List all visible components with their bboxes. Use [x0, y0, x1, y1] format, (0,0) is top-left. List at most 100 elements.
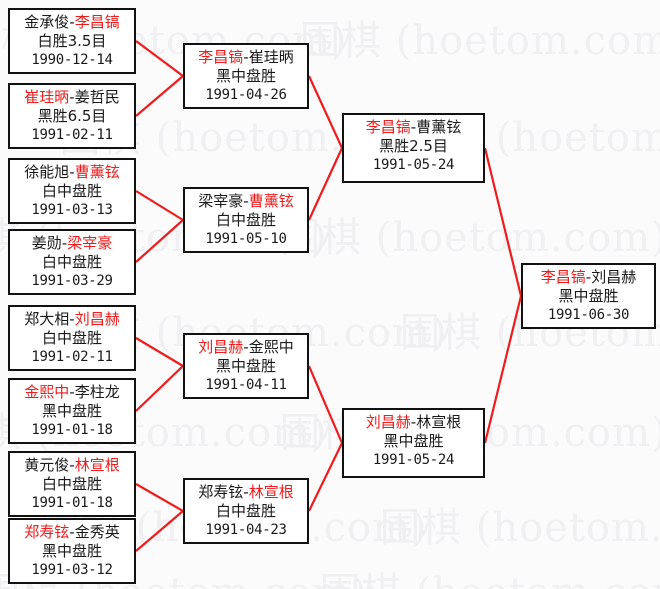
- match-players: 崔珪昞-姜哲民: [10, 88, 134, 107]
- match-players: 刘昌赫-林宣根: [344, 413, 483, 432]
- player-separator: -: [69, 163, 75, 181]
- match-date: 1991-05-10: [205, 231, 287, 247]
- match-result: 白中盘胜: [41, 475, 102, 493]
- player-name-2: 刘昌赫: [591, 268, 637, 286]
- match-box-r1-7[interactable]: 黄元俊-林宣根白中盘胜 1991-01-18: [8, 451, 136, 517]
- match-players: 李昌镐-刘昌赫: [523, 268, 654, 287]
- match-players: 梁宰豪-曹薰铉: [185, 192, 307, 211]
- match-date: 1991-03-12: [31, 562, 113, 578]
- player-separator: -: [410, 118, 417, 136]
- watermark-text: 围棋 (hoetom.com): [300, 18, 660, 64]
- connector-line: [308, 75, 343, 149]
- player-separator: -: [69, 88, 75, 106]
- player-name-1: 郑寿铉: [198, 483, 244, 501]
- match-date: 1991-01-18: [31, 495, 113, 511]
- match-result: 黑中盘胜: [558, 287, 619, 305]
- watermark-text: 围棋 (hoetom.com): [280, 215, 660, 261]
- match-date: 1991-04-26: [205, 87, 287, 103]
- match-result: 白中盘胜: [41, 253, 102, 271]
- match-players: 郑寿铉-金秀英: [10, 523, 134, 542]
- connector-line: [135, 337, 184, 367]
- connector-line: [307, 365, 344, 444]
- watermark-text: 围棋 (hoetom.com): [380, 505, 660, 551]
- match-players: 金承俊-李昌镐: [10, 13, 134, 32]
- connector-line: [135, 483, 184, 512]
- connector-line: [483, 147, 523, 297]
- match-result: 白中盘胜: [41, 182, 102, 200]
- player-name-2: 曹薰铉: [248, 192, 294, 210]
- match-players: 金熙中-李柱龙: [10, 383, 134, 402]
- match-box-r1-4[interactable]: 姜勋-梁宰豪白中盘胜 1991-03-29: [8, 229, 136, 295]
- match-date: 1990-12-14: [31, 52, 113, 68]
- player-name-2: 刘昌赫: [74, 310, 120, 328]
- match-box-final[interactable]: 李昌镐-刘昌赫黑中盘胜 1991-06-30: [521, 263, 656, 329]
- match-players: 李昌镐-曹薰铉: [344, 118, 483, 137]
- player-name-2: 梁宰豪: [67, 234, 113, 252]
- match-date: 1991-04-11: [205, 377, 287, 393]
- player-name-2: 金熙中: [248, 338, 294, 356]
- match-result: 黑中盘胜: [215, 67, 276, 85]
- watermark-text: 围棋 (hoetom.com): [320, 560, 660, 589]
- player-name-1: 金承俊: [24, 13, 70, 31]
- player-name-1: 梁宰豪: [198, 192, 244, 210]
- connector-line: [135, 190, 184, 221]
- player-name-2: 林宣根: [74, 456, 120, 474]
- player-separator: -: [69, 383, 75, 401]
- match-result: 黑胜6.5目: [37, 107, 107, 125]
- player-name-2: 曹薰铉: [416, 118, 462, 136]
- player-name-1: 郑大相: [24, 310, 70, 328]
- match-players: 郑寿铉-林宣根: [185, 483, 307, 502]
- player-separator: -: [69, 523, 75, 541]
- player-name-2: 崔珪昞: [248, 48, 294, 66]
- connector-line: [308, 147, 343, 221]
- player-name-1: 徐能旭: [24, 163, 70, 181]
- player-name-1: 刘昌赫: [365, 413, 411, 431]
- player-name-1: 金熙中: [24, 383, 70, 401]
- player-separator: -: [61, 234, 68, 252]
- match-players: 徐能旭-曹薰铉: [10, 163, 134, 182]
- player-separator: -: [69, 310, 75, 328]
- connector-line: [135, 219, 184, 263]
- match-players: 黄元俊-林宣根: [10, 456, 134, 475]
- match-box-r2-3[interactable]: 刘昌赫-金熙中黑中盘胜 1991-04-11: [183, 333, 309, 399]
- match-result: 黑中盘胜: [383, 432, 444, 450]
- match-box-r2-1[interactable]: 李昌镐-崔珪昞黑中盘胜 1991-04-26: [183, 43, 309, 109]
- player-separator: -: [585, 268, 592, 286]
- match-date: 1991-05-24: [372, 157, 455, 173]
- match-date: 1991-06-30: [547, 307, 630, 323]
- player-name-1: 黄元俊: [24, 456, 70, 474]
- match-players: 李昌镐-崔珪昞: [185, 48, 307, 67]
- player-name-1: 李昌镐: [198, 48, 244, 66]
- player-separator: -: [243, 338, 249, 356]
- connector-line: [308, 442, 343, 512]
- player-separator: -: [410, 413, 417, 431]
- player-name-2: 姜哲民: [74, 88, 120, 106]
- player-name-2: 曹薰铉: [74, 163, 120, 181]
- match-date: 1991-02-11: [31, 349, 113, 365]
- player-name-1: 刘昌赫: [198, 338, 244, 356]
- match-box-r1-5[interactable]: 郑大相-刘昌赫白中盘胜 1991-02-11: [8, 305, 136, 371]
- match-players: 刘昌赫-金熙中: [185, 338, 307, 357]
- player-name-2: 金秀英: [74, 523, 120, 541]
- player-separator: -: [243, 48, 249, 66]
- connector-line: [135, 365, 184, 412]
- match-result: 黑中盘胜: [215, 357, 276, 375]
- match-result: 白中盘胜: [41, 329, 102, 347]
- player-name-2: 李昌镐: [74, 13, 120, 31]
- match-players: 姜勋-梁宰豪: [10, 234, 134, 253]
- player-name-1: 李昌镐: [540, 268, 586, 286]
- player-separator: -: [69, 13, 75, 31]
- connector-line: [135, 75, 184, 117]
- player-separator: -: [243, 483, 249, 501]
- match-date: 1991-03-29: [31, 273, 113, 289]
